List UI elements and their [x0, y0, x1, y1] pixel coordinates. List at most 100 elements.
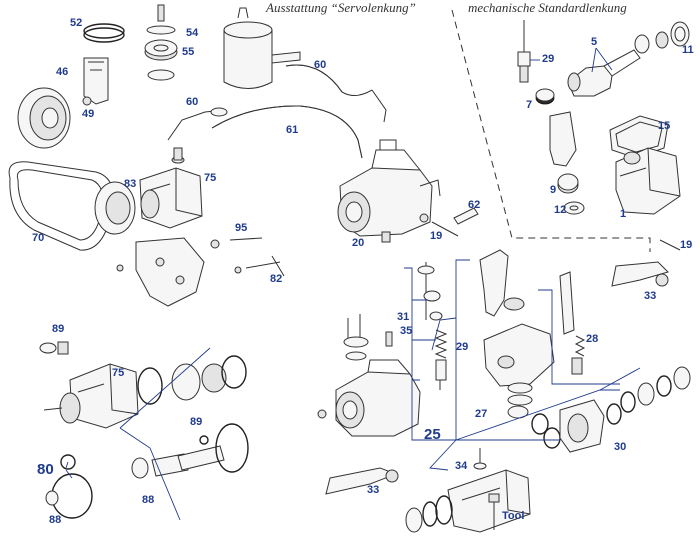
arm-33-top [611, 261, 669, 287]
callout-27: 27 [475, 408, 488, 420]
arm-33-bottom [325, 467, 399, 495]
callout-52: 52 [70, 17, 83, 29]
valve-28 [559, 271, 586, 375]
leader-29 [431, 317, 457, 351]
callout-80: 80 [37, 461, 54, 478]
callout-70: 70 [32, 232, 45, 244]
callout-54: 54 [186, 27, 199, 39]
seal-89-right [199, 435, 209, 445]
clamp-52 [83, 23, 125, 43]
callout-33-top: 33 [644, 290, 657, 302]
column-5 [567, 31, 669, 97]
bolt-95 [210, 237, 263, 249]
pin-62 [453, 207, 479, 225]
callout-34: 34 [455, 460, 468, 472]
shaft-center [479, 249, 525, 317]
callout-55: 55 [182, 46, 195, 58]
pump-75-lower [43, 363, 139, 429]
cap-54 [146, 4, 176, 35]
callout-19-left: 19 [430, 230, 443, 242]
leader-80 [65, 461, 73, 479]
callout-33-bottom: 33 [367, 484, 380, 496]
leader-tree-right [538, 289, 641, 391]
callout-62: 62 [468, 199, 481, 211]
header-manual-steering: mechanische Standardlenkung [468, 0, 627, 15]
pump-bracket [135, 237, 205, 307]
leader-5 [591, 47, 613, 73]
hose-60-upper [285, 64, 387, 123]
gasket-15 [609, 115, 669, 159]
callout-15: 15 [658, 120, 671, 132]
callout-30: 30 [614, 441, 627, 453]
callout-88-right: 88 [142, 494, 155, 506]
hose-60-lower [167, 107, 228, 141]
callout-82: 82 [270, 273, 283, 285]
callout-31: 31 [397, 311, 410, 323]
callout-25: 25 [424, 426, 441, 443]
callout-29-mid: 29 [456, 341, 469, 353]
valve-31 [343, 314, 369, 361]
leader-tree-center [429, 259, 620, 471]
pump-75-top [139, 147, 203, 229]
steering-box-lower [317, 359, 421, 437]
callout-29-top: 29 [542, 53, 555, 65]
callout-12: 12 [554, 204, 567, 216]
callout-83: 83 [124, 178, 137, 190]
callout-1: 1 [620, 208, 627, 220]
section-divider [451, 9, 651, 252]
callout-tool: Tool [502, 510, 525, 522]
bolt-19-left [419, 213, 459, 237]
hose-61 [211, 105, 363, 159]
pulley-large [17, 87, 71, 149]
callout-28: 28 [586, 333, 599, 345]
leader-tree-left [404, 267, 456, 441]
callout-61: 61 [286, 124, 299, 136]
callout-46: 46 [56, 66, 69, 78]
callout-9: 9 [550, 184, 557, 196]
spring-29-mid [434, 329, 448, 390]
piston-30 [559, 366, 691, 453]
callout-19-right: 19 [680, 239, 693, 251]
callout-35: 35 [400, 325, 413, 337]
pump-internals [137, 355, 247, 405]
callout-75-lower: 75 [112, 367, 125, 379]
cap-11 [670, 21, 690, 47]
cover-center [483, 323, 555, 406]
screw-small [116, 264, 124, 272]
shaft-9 [549, 111, 579, 194]
callout-7: 7 [526, 99, 533, 111]
callout-5: 5 [591, 36, 598, 48]
callout-75-top: 75 [204, 172, 217, 184]
pump-shaft-88 [131, 445, 225, 479]
bolt-82 [234, 255, 285, 277]
callout-89-left: 89 [52, 323, 65, 335]
ring-7 [535, 88, 555, 105]
callout-88-left: 88 [49, 514, 62, 526]
callout-49: 49 [82, 108, 95, 120]
valve-34 [473, 448, 487, 470]
bracket-46 [82, 57, 109, 106]
valve-29-top [517, 20, 531, 83]
callout-20: 20 [352, 237, 365, 249]
pump-leaders [119, 347, 211, 521]
header-power-steering: Ausstattung “Servolenkung” [266, 0, 416, 15]
bolt-tool [488, 493, 500, 530]
housing-27 [507, 405, 561, 449]
gearbox-1 [615, 147, 681, 215]
filter-55 [144, 39, 178, 81]
callout-60-upper: 60 [314, 59, 327, 71]
seal-89-left [39, 341, 69, 355]
pulley-small [94, 181, 136, 235]
steering-box-20 [337, 139, 441, 243]
housing-bottom [405, 469, 531, 533]
callout-89-right: 89 [190, 416, 203, 428]
callout-95: 95 [235, 222, 248, 234]
column-stack [417, 262, 443, 321]
reservoir [223, 7, 301, 89]
washer-12 [563, 201, 585, 215]
callout-11: 11 [682, 44, 694, 56]
seal-88 [45, 490, 59, 506]
callout-60-lower: 60 [186, 96, 199, 108]
